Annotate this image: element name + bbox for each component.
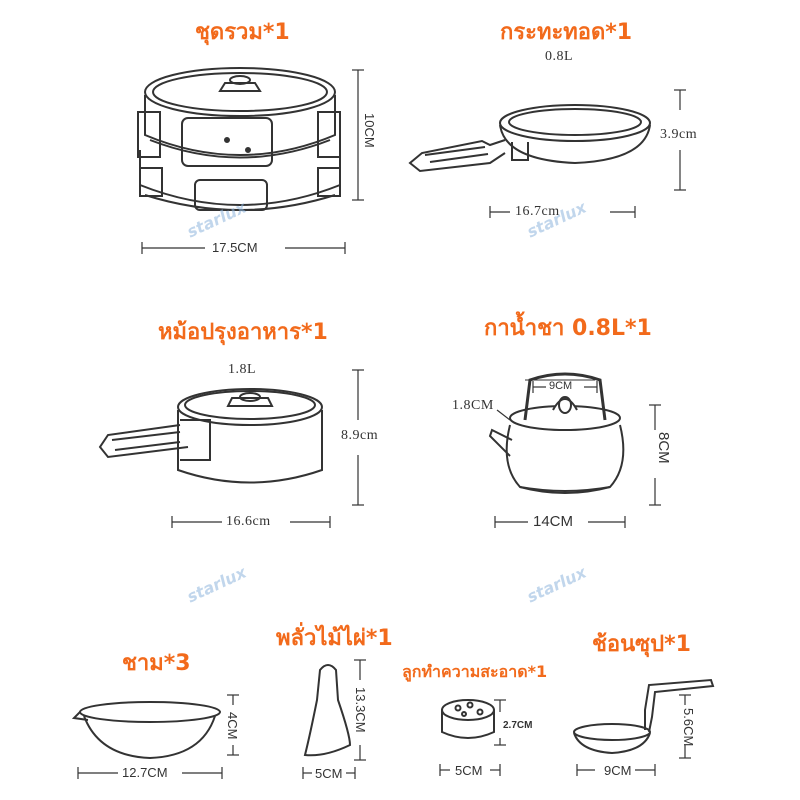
bowl-height-label: 4CM [225, 712, 240, 740]
bowl-width-label: 12.7CM [122, 765, 168, 780]
cook-set-drawing [137, 67, 341, 211]
pot-capacity-label: 1.8L [228, 362, 257, 377]
spatula-dimension-lines [302, 659, 366, 779]
ladle-width-label: 9CM [604, 763, 632, 778]
pot-width-label: 16.6cm [226, 514, 271, 529]
kettle-dimension-lines [494, 381, 661, 528]
bowl-dimension-lines [77, 694, 239, 779]
ladle-title: ช้อนซุป*1 [592, 632, 691, 657]
pot-title: หม้อปรุงอาหาร*1 [158, 320, 328, 345]
ladle-height-label: 5.6CM [681, 708, 696, 747]
ladle-dimension-lines [576, 694, 691, 776]
bowl-title: ชาม*3 [122, 651, 191, 676]
cooking-pot-drawing [98, 388, 323, 484]
kettle-drawing [488, 372, 625, 494]
pot-height-label: 8.9cm [341, 428, 379, 443]
kettle-handle-label: 9CM [549, 380, 573, 392]
sponge-dimension-lines [439, 699, 506, 776]
set-dimension-lines [141, 69, 364, 254]
set-width-label: 17.5CM [212, 240, 258, 255]
pan-height-label: 3.9cm [660, 127, 698, 142]
set-title: ชุดรวม*1 [195, 20, 290, 45]
sponge-drawing [441, 699, 495, 739]
spatula-height-label: 13.3CM [353, 687, 368, 733]
sponge-height-label: 2.7CM [503, 720, 533, 731]
pan-title: กระทะทอด*1 [500, 20, 633, 45]
spatula-width-label: 5CM [315, 766, 343, 781]
kettle-height-label: 8CM [655, 432, 672, 464]
spatula-drawing [303, 664, 352, 757]
sponge-title: ลูกทำความสะอาด*1 [402, 662, 548, 681]
sponge-width-label: 5CM [455, 763, 483, 778]
kettle-width-label: 14CM [533, 513, 574, 530]
pot-dimension-lines [171, 369, 364, 528]
kettle-title: กาน้ำชา 0.8L*1 [484, 316, 652, 341]
pan-width-label: 16.7cm [515, 204, 560, 219]
ladle-drawing [573, 678, 715, 755]
bowl-drawing [71, 701, 221, 760]
spatula-title: พลั่วไม้ไผ่*1 [276, 626, 393, 651]
set-height-label: 10CM [362, 113, 377, 148]
kettle-spout-label: 1.8CM [452, 398, 494, 413]
frying-pan-drawing [408, 104, 651, 173]
pan-dimension-lines [489, 89, 686, 218]
pan-capacity-label: 0.8L [545, 49, 574, 64]
